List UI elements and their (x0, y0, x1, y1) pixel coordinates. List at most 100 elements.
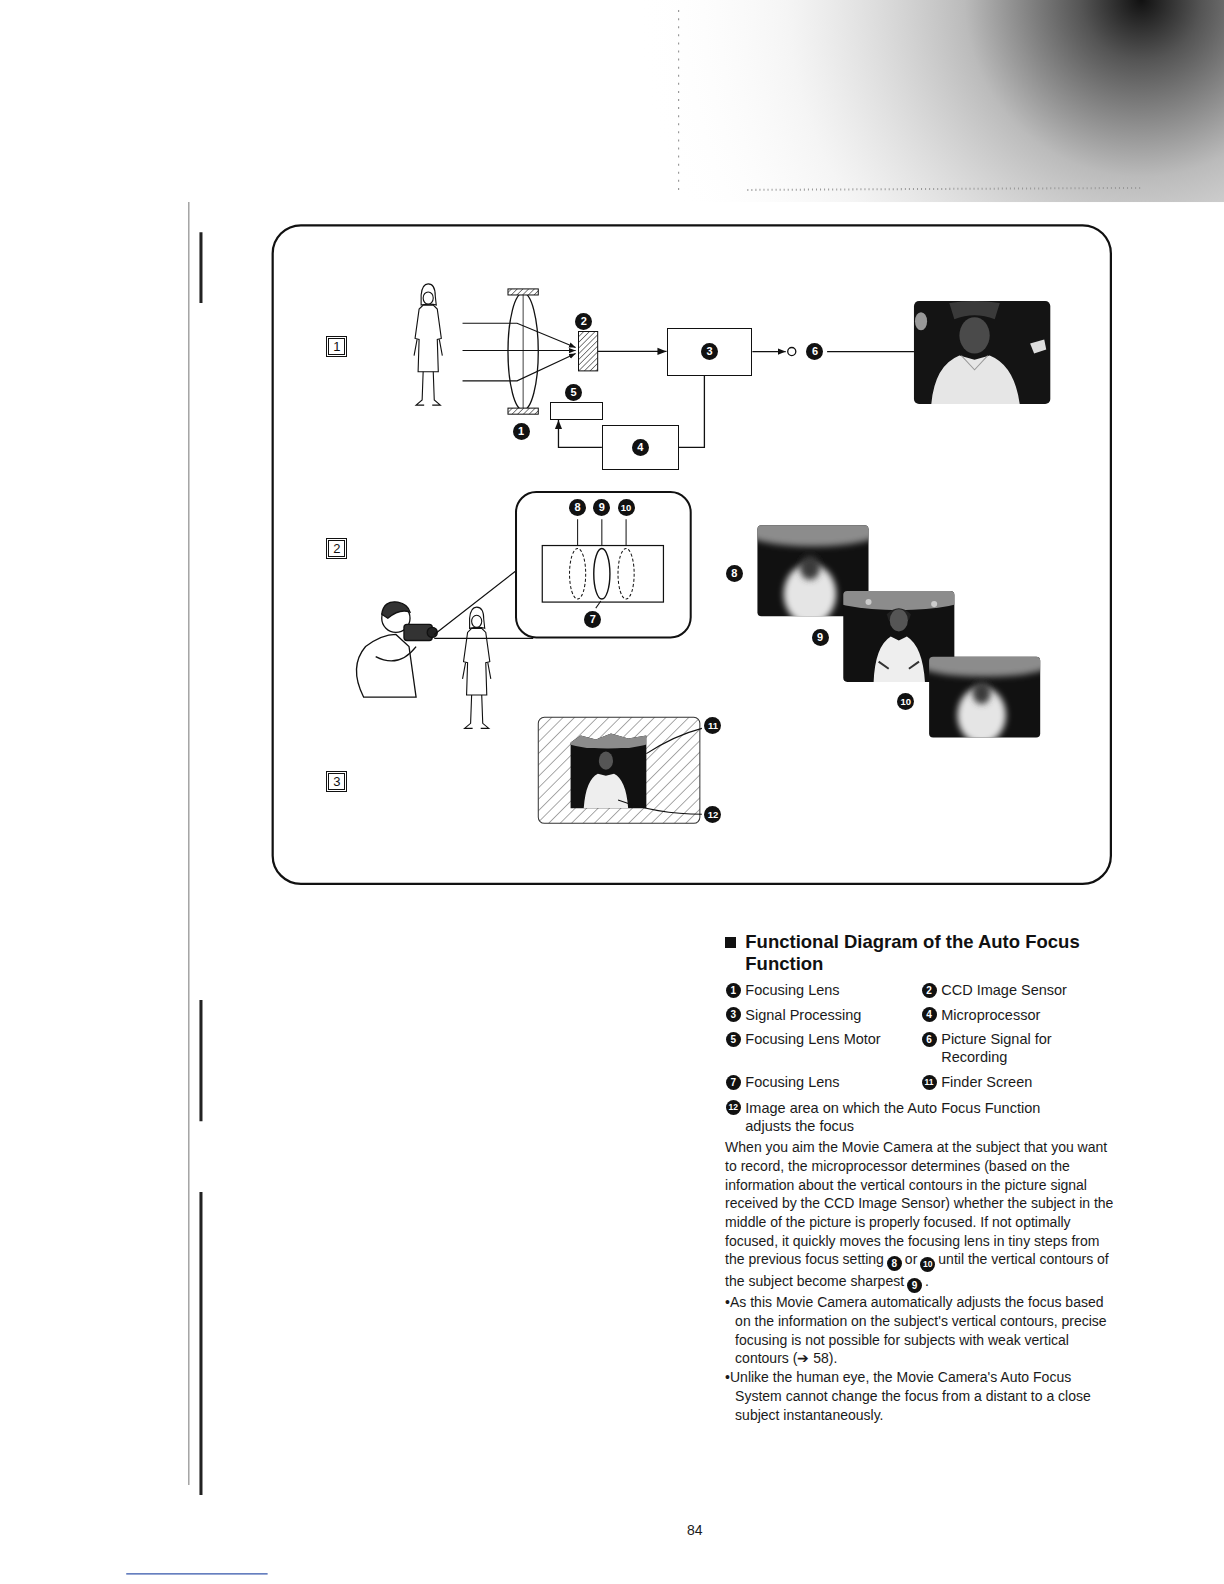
key-text: CCD Image Sensor (941, 981, 1111, 1000)
callout-number: 12 (704, 806, 721, 823)
label-slot: 12 (704, 806, 721, 823)
camera-operator (356, 634, 416, 697)
output-signal-line (752, 348, 914, 356)
defocused-picture (800, 556, 820, 580)
body-text: or (905, 1251, 917, 1267)
camera-operator (427, 627, 437, 637)
callout-number: 3 (701, 343, 718, 360)
inset-outline (594, 548, 610, 598)
label-slot: Picture Signal for Recording (941, 1030, 1077, 1067)
label-slot: 11 (704, 717, 721, 734)
margin-marks (188, 202, 189, 1485)
label-slot: 4 (922, 1007, 937, 1022)
margin-marks (126, 1573, 267, 1574)
key-text: Picture Signal for Recording (941, 1030, 1077, 1067)
section-number: 2 (333, 542, 340, 555)
scan-noise (747, 188, 1141, 190)
scan-noise (626, 0, 1224, 202)
recorded-picture (949, 301, 999, 319)
key-number: 7 (726, 1075, 741, 1090)
leader-line (646, 728, 702, 753)
label-slot: Microprocessor (941, 1006, 1111, 1025)
signal-processing-box: 3 (667, 328, 753, 375)
label-slot: 10 (897, 693, 914, 710)
callout-number: 8 (726, 565, 743, 582)
subject-figure (463, 607, 491, 728)
output-signal-line (788, 348, 796, 356)
recorded-picture (1030, 339, 1046, 353)
label-slot: CCD Image Sensor (941, 981, 1111, 1000)
bullet-note: •Unlike the human eye, the Movie Camera'… (725, 1368, 1117, 1424)
inset-outline (570, 548, 586, 598)
label-slot: 6 (922, 1032, 937, 1047)
label-slot: 5 (726, 1032, 741, 1047)
callout-slot: 10 (618, 499, 635, 516)
label-slot: Finder Screen (941, 1073, 1111, 1092)
signal-connector (558, 420, 601, 447)
inset-outline (516, 492, 691, 637)
subject-figure (463, 607, 491, 728)
lens-inset: 89107 (515, 491, 692, 638)
focused-picture (865, 599, 871, 605)
defocused-picture (929, 657, 1040, 677)
key-text: Finder Screen (941, 1073, 1111, 1092)
section-number: 3 (333, 775, 340, 788)
callout-number: 11 (704, 717, 721, 734)
diagram-frame (273, 225, 1111, 884)
camera-operator (382, 602, 410, 618)
scan-noise (678, 10, 679, 192)
finder-screen (563, 730, 654, 748)
callout-number: 8 (569, 499, 586, 516)
signal-connector (598, 351, 667, 352)
defocused-picture (929, 657, 1040, 738)
light-rays (463, 350, 576, 351)
defocused-picture (757, 525, 868, 546)
callout-number: 9 (812, 629, 829, 646)
callout-number: 9 (907, 1278, 922, 1293)
label-slot: Image area on which the Auto Focus Funct… (745, 1099, 1088, 1136)
callout-number: 2 (575, 313, 592, 330)
inset-outline (618, 548, 634, 598)
callout-slot: 9 (593, 499, 610, 516)
output-signal-line (752, 351, 785, 352)
sensor-outline (578, 332, 597, 371)
section-number: 1 (333, 340, 340, 353)
subject-figure (414, 284, 442, 405)
key-text: Focusing Lens Motor (745, 1030, 912, 1049)
margin-marks (199, 232, 202, 1495)
light-rays (463, 323, 576, 381)
inset-outline (578, 519, 626, 608)
label-slot: 84 (665, 1521, 725, 1539)
key-number: 11 (922, 1075, 937, 1090)
inset-outline (542, 545, 663, 602)
output-signal-line (827, 351, 914, 352)
section-marker: 3 (328, 773, 345, 790)
callout-slot: 5 (565, 384, 582, 401)
title: Functional Diagram of the Auto Focus Fun… (745, 931, 1100, 975)
finder-screen (538, 717, 700, 823)
callout-number: 9 (593, 499, 610, 516)
light-rays (463, 323, 576, 347)
defocused-picture (914, 647, 1055, 744)
label-slot: 8 (726, 565, 743, 582)
margin-marks (126, 202, 267, 1574)
microprocessor-box: 4 (602, 425, 679, 469)
label-slot: 6 (806, 343, 823, 360)
label-slot: Focusing Lens Motor (745, 1030, 912, 1049)
sensor-outline (578, 331, 598, 371)
key-text: Image area on which the Auto Focus Funct… (745, 1099, 1088, 1136)
callout-number: 5 (565, 384, 582, 401)
body-text: . (925, 1273, 929, 1289)
callout-number: 8 (887, 1256, 902, 1271)
key-text: Microprocessor (941, 1006, 1111, 1025)
key-number: 6 (922, 1032, 937, 1047)
focused-picture (874, 636, 926, 681)
callout-number: 4 (632, 439, 649, 456)
ccd-sensor: 2 (578, 331, 598, 371)
label-slot: 11 (922, 1075, 937, 1090)
leader-line (618, 800, 702, 814)
subject-figure (414, 284, 442, 405)
bullet-note: •As this Movie Camera automatically adju… (725, 1293, 1117, 1368)
label-slot: 1 (513, 423, 530, 440)
label-slot: 7 (726, 1075, 741, 1090)
